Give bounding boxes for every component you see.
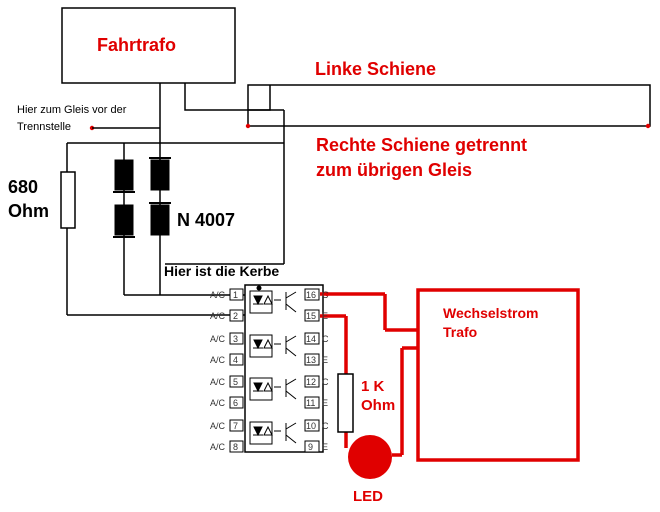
pin-5-label: A/C [210,377,226,387]
red-junction-dot [324,291,330,297]
pin-4-number: 4 [233,355,239,365]
pin-1-number: 1 [233,290,239,300]
pin-16-label: C [322,290,329,300]
pin-8-number: 8 [233,442,239,452]
pin-6-label: A/C [210,398,226,408]
pin-11-number: 11 [306,398,316,408]
resistor-680-label-2: Ohm [8,201,50,221]
resistor-680-body [60,171,76,229]
pin-7-number: 7 [233,421,239,431]
wechselstrom-label-1: Wechselstrom [443,305,539,321]
fahrtrafo-label: Fahrtrafo [97,35,177,55]
pin-10-label: C [322,421,329,431]
pin-11-label: E [322,398,329,408]
pin-13-number: 13 [306,355,317,365]
rail-dot-right [645,123,651,129]
pin-3-number: 3 [233,334,239,344]
led-circle [348,435,392,479]
pin-4-label: A/C [210,355,226,365]
pin-10-number: 10 [306,421,317,431]
opto-channels [249,290,297,445]
wechselstrom-label-2: Trafo [443,324,478,340]
resistor-1k-label-2: Ohm [361,397,396,414]
rechte-schiene-label-2: zum übrigen Gleis [316,160,473,180]
resistor-1k-label-1: 1 K [361,378,385,395]
red-wiring [320,292,418,457]
rechte-schiene-label-1: Rechte Schiene getrennt [316,135,528,155]
diode-label: N 4007 [177,210,236,230]
resistor-680-label-1: 680 [8,177,39,197]
led-label: LED [353,488,383,505]
pin-14-number: 14 [306,334,317,344]
pin-7-label: A/C [210,421,226,431]
wechselstrom-trafo-box [416,288,580,462]
pin-3-label: A/C [210,334,226,344]
pin-14-label: C [322,334,329,344]
pin-15-number: 15 [306,311,317,321]
pin-8-label: A/C [210,442,226,452]
pin-1-label: A/C [210,290,226,300]
ic-notch-dot [256,285,262,291]
pin-16-number: 16 [306,290,317,300]
gleis-hint-label-1: Hier zum Gleis vor der [17,104,127,116]
ic-left-pins [229,288,244,453]
pin-2-number: 2 [233,311,239,321]
pin-9-label: E [322,442,329,452]
resistor-1k-body [337,373,354,433]
pin-12-label: C [322,377,329,387]
rail-dot-left [245,123,251,129]
pin-6-number: 6 [233,398,239,408]
diode-pair-left [113,159,135,238]
fahrtrafo-box [61,7,236,84]
kerbe-label: Hier ist die Kerbe [164,263,280,279]
pin-13-label: E [322,355,329,365]
gleis-hint-label-2: Trennstelle [17,121,72,133]
pin-2-label: A/C [210,311,226,321]
pin-9-number: 9 [308,442,314,452]
rail-box [247,84,651,127]
pin-5-number: 5 [233,377,239,387]
ic-right-pins [304,288,320,453]
pin-12-number: 12 [306,377,317,387]
diode-pair-right [149,157,171,236]
linke-schiene-label: Linke Schiene [315,59,437,79]
pin-15-label: E [322,311,329,321]
